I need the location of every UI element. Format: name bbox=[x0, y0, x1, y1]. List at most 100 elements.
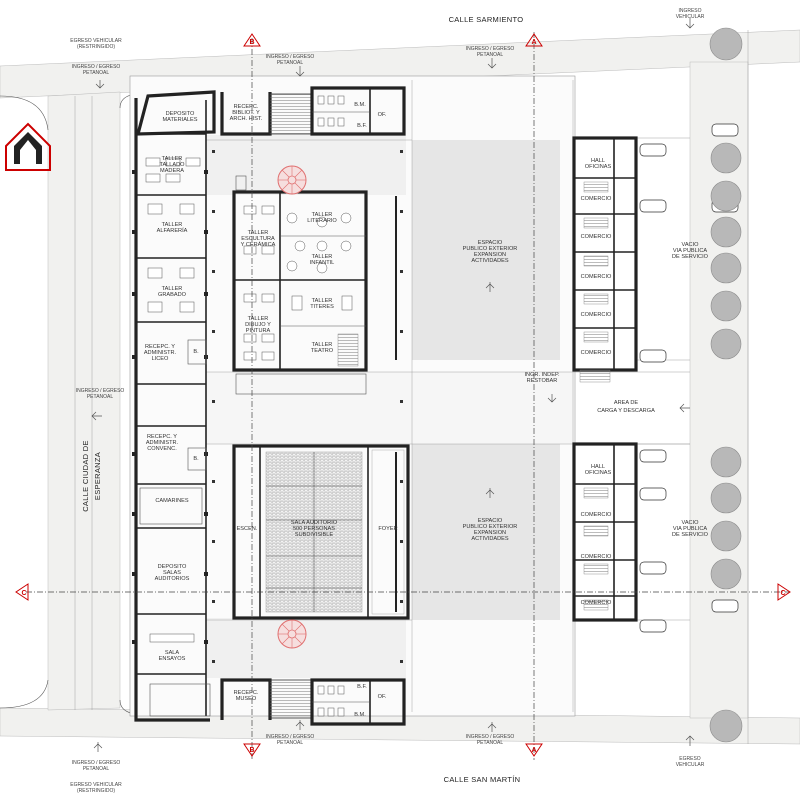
svg-text:TALLER: TALLER bbox=[162, 286, 183, 292]
svg-text:PETANOAL: PETANOAL bbox=[477, 52, 504, 58]
svg-text:B.F.: B.F. bbox=[357, 123, 367, 129]
section-lines bbox=[26, 32, 790, 760]
svg-text:(RESTRINGIDO): (RESTRINGIDO) bbox=[77, 44, 115, 50]
section-marker-c-left: C bbox=[15, 583, 29, 601]
entry-arrows bbox=[91, 18, 695, 752]
svg-text:Y CERÁMICA: Y CERÁMICA bbox=[241, 241, 276, 248]
svg-text:SALA: SALA bbox=[165, 650, 180, 656]
svg-text:ENSAYOS: ENSAYOS bbox=[159, 656, 186, 662]
svg-text:B.: B. bbox=[193, 349, 199, 355]
svg-text:CARGA Y DESCARGA: CARGA Y DESCARGA bbox=[597, 408, 655, 414]
central-block bbox=[212, 150, 410, 663]
svg-text:OF.: OF. bbox=[378, 112, 387, 118]
patio-top bbox=[412, 140, 560, 360]
north-arrow-icon bbox=[5, 122, 51, 171]
section-marker-a-top: A bbox=[525, 33, 543, 47]
svg-text:EXPANSION: EXPANSION bbox=[474, 530, 506, 536]
svg-text:VEHICULAR: VEHICULAR bbox=[676, 14, 705, 20]
svg-text:INFANTIL: INFANTIL bbox=[310, 260, 335, 266]
svg-text:INGRESO / EGRESO: INGRESO / EGRESO bbox=[72, 760, 121, 766]
svg-text:VACIO: VACIO bbox=[682, 520, 700, 526]
street-trees bbox=[709, 27, 743, 743]
svg-text:VEHICULAR: VEHICULAR bbox=[676, 762, 705, 768]
svg-text:ADMINISTR.: ADMINISTR. bbox=[144, 350, 177, 356]
svg-text:B.: B. bbox=[193, 456, 199, 462]
svg-text:DE SERVICIO: DE SERVICIO bbox=[672, 254, 709, 260]
svg-text:MADERA: MADERA bbox=[160, 168, 184, 174]
svg-text:OFICINAS: OFICINAS bbox=[585, 164, 612, 170]
svg-text:ACTIVIDADES: ACTIVIDADES bbox=[471, 258, 509, 264]
svg-text:INGRESO / EGRESO: INGRESO / EGRESO bbox=[266, 54, 315, 60]
street-label-west-l1: CALLE CIUDAD DE bbox=[81, 440, 90, 512]
svg-text:INGRESO / EGRESO: INGRESO / EGRESO bbox=[466, 734, 515, 740]
street-label-south: CALLE SAN MARTÍN bbox=[444, 775, 521, 784]
svg-text:INGRESO / EGRESO: INGRESO / EGRESO bbox=[72, 64, 121, 70]
svg-text:AREA DE: AREA DE bbox=[614, 400, 639, 406]
svg-text:B.F.: B.F. bbox=[357, 684, 367, 690]
svg-text:ARCH. HIST.: ARCH. HIST. bbox=[230, 116, 263, 122]
south-core bbox=[149, 678, 406, 726]
svg-text:INGR. INDEP.: INGR. INDEP. bbox=[524, 372, 559, 378]
svg-text:LITERARIO: LITERARIO bbox=[307, 218, 337, 224]
svg-text:EXPANSION: EXPANSION bbox=[474, 252, 506, 258]
svg-text:VACIO: VACIO bbox=[682, 242, 700, 248]
svg-text:ESPACIO: ESPACIO bbox=[478, 518, 503, 524]
svg-text:VIA PUBLICA: VIA PUBLICA bbox=[673, 248, 707, 254]
svg-text:RECEPC.: RECEPC. bbox=[234, 690, 259, 696]
svg-text:INGRESO / EGRESO: INGRESO / EGRESO bbox=[76, 388, 125, 394]
svg-text:C: C bbox=[21, 590, 26, 597]
svg-text:BIBLIOT. Y: BIBLIOT. Y bbox=[232, 110, 260, 116]
svg-text:RECEPC. Y: RECEPC. Y bbox=[145, 344, 175, 350]
svg-text:INGRESO / EGRESO: INGRESO / EGRESO bbox=[466, 46, 515, 52]
svg-text:ALFARERÍA: ALFARERÍA bbox=[157, 227, 188, 234]
svg-text:DEPOSITO: DEPOSITO bbox=[166, 111, 195, 117]
svg-text:DE SERVICIO: DE SERVICIO bbox=[672, 532, 709, 538]
svg-text:(RESTRINGIDO): (RESTRINGIDO) bbox=[77, 788, 115, 794]
svg-text:TALLER: TALLER bbox=[312, 342, 333, 348]
svg-text:LICEO: LICEO bbox=[152, 356, 169, 362]
patio-bottom bbox=[412, 444, 560, 620]
svg-text:ESCEN.: ESCEN. bbox=[237, 526, 258, 532]
svg-text:EGRESO: EGRESO bbox=[679, 756, 701, 762]
svg-text:B: B bbox=[249, 747, 254, 754]
svg-text:DEPOSITO: DEPOSITO bbox=[158, 564, 187, 570]
svg-text:AUDITORIOS: AUDITORIOS bbox=[155, 576, 190, 582]
svg-text:TALLER: TALLER bbox=[312, 212, 333, 218]
svg-text:EGRESO VEHICULAR: EGRESO VEHICULAR bbox=[70, 782, 122, 788]
north-core bbox=[220, 86, 406, 136]
svg-text:VIA PUBLICA: VIA PUBLICA bbox=[673, 526, 707, 532]
svg-text:MATERIALES: MATERIALES bbox=[162, 117, 197, 123]
svg-text:RECEPC. Y: RECEPC. Y bbox=[147, 434, 177, 440]
street-label-west-l2: ESPERANZA bbox=[93, 452, 102, 500]
svg-text:PETANOAL: PETANOAL bbox=[277, 740, 304, 746]
svg-text:TEATRO: TEATRO bbox=[311, 348, 334, 354]
svg-text:PETANOAL: PETANOAL bbox=[277, 60, 304, 66]
svg-text:PETANOAL: PETANOAL bbox=[83, 70, 110, 76]
east-commerce bbox=[572, 136, 638, 622]
svg-text:COMERCIO: COMERCIO bbox=[581, 350, 612, 356]
svg-text:B: B bbox=[249, 39, 254, 46]
spiral-stair-bottom bbox=[277, 619, 307, 649]
svg-text:COMERCIO: COMERCIO bbox=[581, 312, 612, 318]
svg-text:PUBLICO EXTERIOR: PUBLICO EXTERIOR bbox=[463, 246, 518, 252]
room-labels: DEPOSITO MATERIALES RECEPC. BIBLIOT. Y A… bbox=[144, 102, 709, 718]
svg-text:PETANOAL: PETANOAL bbox=[477, 740, 504, 746]
section-marker-c-right: C bbox=[777, 583, 791, 601]
svg-text:PETANOAL: PETANOAL bbox=[87, 394, 114, 400]
svg-text:TALLER: TALLER bbox=[248, 230, 269, 236]
svg-text:HALL: HALL bbox=[591, 464, 605, 470]
svg-text:500 PERSONAS: 500 PERSONAS bbox=[293, 526, 335, 532]
section-marker-a-bottom: A bbox=[525, 743, 543, 757]
svg-text:SALA AUDITORIO: SALA AUDITORIO bbox=[291, 520, 338, 526]
svg-text:ACTIVIDADES: ACTIVIDADES bbox=[471, 536, 509, 542]
access-labels: EGRESO VEHICULAR (RESTRINGIDO) INGRESO /… bbox=[70, 8, 704, 794]
svg-text:COMERCIO: COMERCIO bbox=[581, 512, 612, 518]
svg-text:COMERCIO: COMERCIO bbox=[581, 274, 612, 280]
svg-text:TALLADO: TALLADO bbox=[159, 162, 185, 168]
svg-text:GRABADO: GRABADO bbox=[158, 292, 187, 298]
svg-text:TALLER: TALLER bbox=[162, 156, 183, 162]
svg-text:ESPACIO: ESPACIO bbox=[478, 240, 503, 246]
svg-text:PINTURA: PINTURA bbox=[246, 328, 271, 334]
svg-text:RESTOBAR: RESTOBAR bbox=[527, 378, 558, 384]
svg-text:MUSEO: MUSEO bbox=[236, 696, 257, 702]
